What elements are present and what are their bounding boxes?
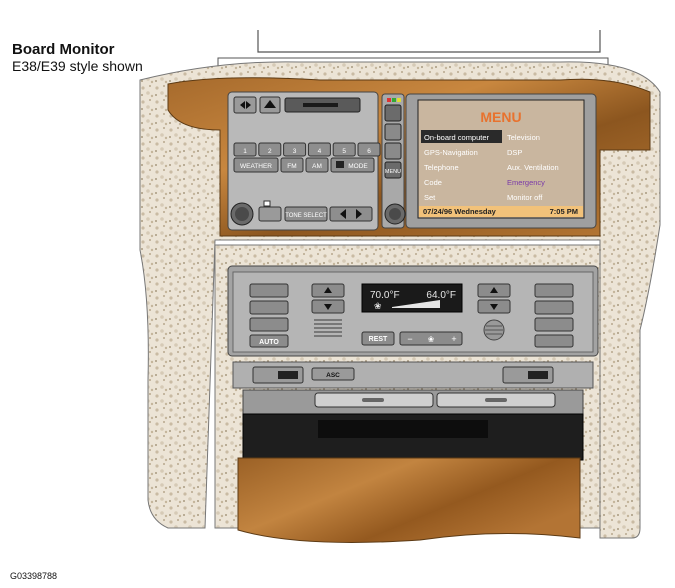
- menu-item-aux-ventilation[interactable]: Aux. Ventilation: [507, 163, 559, 172]
- caption-title: Board Monitor: [12, 41, 115, 58]
- preset-button-6[interactable]: [357, 142, 381, 157]
- temp-right: 64.0°F: [426, 290, 456, 301]
- menu-item-telephone[interactable]: Telephone: [424, 163, 459, 172]
- menu-item-on-board-computer[interactable]: On-board computer: [424, 133, 490, 142]
- menu-item-set[interactable]: Set: [424, 193, 436, 202]
- am-button[interactable]: AM: [312, 163, 322, 170]
- preset-label-3: 3: [293, 148, 297, 155]
- monitor-screen: [417, 99, 585, 219]
- preset-button-5[interactable]: [332, 142, 356, 157]
- status-time: 7:05 PM: [550, 207, 578, 216]
- menu-item-monitor-off[interactable]: Monitor off: [507, 193, 543, 202]
- temp-left: 70.0°F: [370, 290, 400, 301]
- tone-select-button[interactable]: TONE SELECT: [285, 213, 327, 219]
- mode-button[interactable]: MODE: [348, 163, 368, 170]
- preset-label-2: 2: [268, 148, 272, 155]
- caption-subtitle: E38/E39 style shown: [12, 58, 143, 74]
- preset-button-1[interactable]: [233, 142, 257, 157]
- auto-button[interactable]: AUTO: [259, 339, 279, 346]
- menu-item-emergency[interactable]: Emergency: [507, 178, 545, 187]
- asc-button[interactable]: ASC: [326, 372, 340, 379]
- fan-icon: ❀: [374, 301, 382, 311]
- menu-item-dsp[interactable]: DSP: [507, 148, 522, 157]
- rest-button[interactable]: REST: [369, 336, 388, 343]
- preset-label-1: 1: [243, 148, 247, 155]
- menu-item-code[interactable]: Code: [424, 178, 442, 187]
- fan-minus-button[interactable]: −: [407, 334, 412, 344]
- preset-button-3[interactable]: [283, 142, 307, 157]
- preset-buttons: 1 2 3 4 5 6: [233, 142, 381, 157]
- preset-label-6: 6: [367, 148, 371, 155]
- preset-label-4: 4: [318, 148, 322, 155]
- weather-button[interactable]: WEATHER: [240, 163, 272, 170]
- fan-speed-icon: ❀: [428, 335, 435, 344]
- preset-button-2[interactable]: [258, 142, 282, 157]
- menu-item-gps-navigation[interactable]: GPS-Navigation: [424, 148, 478, 157]
- preset-button-4[interactable]: [307, 142, 331, 157]
- preset-label-5: 5: [342, 148, 346, 155]
- fan-plus-button[interactable]: +: [451, 334, 456, 344]
- screen-title: MENU: [480, 109, 521, 125]
- menu-side-button[interactable]: MENU: [385, 169, 401, 175]
- status-date: 07/24/96 Wednesday: [423, 207, 497, 216]
- menu-item-television[interactable]: Television: [507, 133, 540, 142]
- figure-code: G03398788: [10, 571, 58, 581]
- fm-button[interactable]: FM: [287, 163, 296, 170]
